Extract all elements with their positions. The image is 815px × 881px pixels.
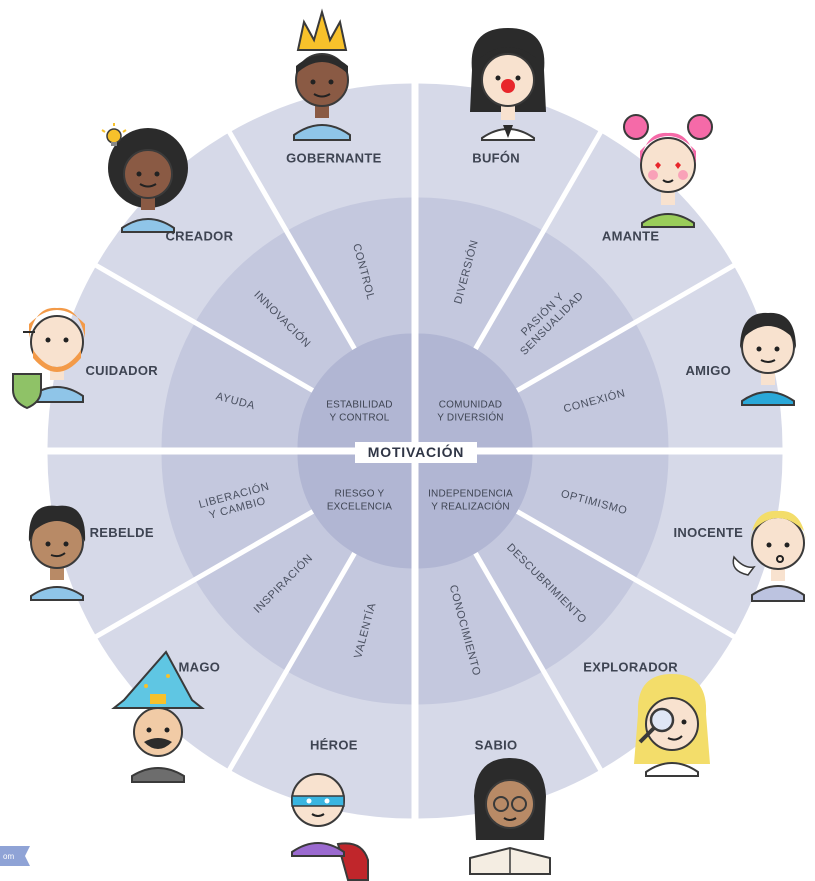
spoke-separator	[226, 551, 357, 773]
spoke-separator	[473, 551, 604, 773]
ruler-avatar	[293, 8, 351, 141]
spoke-separator	[93, 509, 315, 640]
archetype-label: GOBERNANTE	[286, 151, 381, 166]
archetype-label: AMANTE	[602, 228, 659, 243]
archetype-label: EXPLORADOR	[583, 660, 678, 675]
spoke-separator	[473, 129, 604, 351]
watermark-tag: om	[0, 846, 30, 866]
magician-avatar	[111, 650, 205, 783]
quadrant-3-inner-ring	[418, 454, 533, 569]
spoke-separator	[515, 509, 737, 640]
center-title: MOTIVACIÓN	[368, 443, 464, 460]
spoke-separator	[93, 262, 315, 393]
archetype-label: SABIO	[475, 737, 518, 752]
spoke-separator	[226, 129, 357, 351]
archetype-label: AMIGO	[685, 363, 731, 378]
quadrant-1-inner-ring	[297, 333, 412, 448]
watermark-text: om	[3, 852, 14, 861]
quadrant-2	[418, 83, 783, 448]
innocent-avatar	[732, 510, 806, 602]
archetype-label: CUIDADOR	[85, 363, 158, 378]
watermark-ribbon	[0, 846, 30, 866]
shield-icon	[12, 373, 42, 410]
rebel-avatar	[28, 505, 86, 601]
caregiver-avatar	[12, 307, 85, 410]
explorer-avatar	[634, 674, 710, 777]
quadrant-4-inner-ring	[297, 454, 412, 569]
quadrant-1	[47, 83, 412, 448]
wheel-rings	[47, 83, 783, 819]
center-title-group: MOTIVACIÓN	[355, 442, 477, 463]
hero-avatar	[291, 773, 369, 881]
archetype-label: CREADOR	[165, 228, 233, 243]
archetype-label: HÉROE	[310, 737, 358, 752]
jester-avatar	[470, 28, 546, 141]
quadrant-3	[418, 454, 783, 819]
spoke-separator	[515, 262, 737, 393]
lover-avatar	[623, 114, 713, 228]
center-title-box	[355, 442, 477, 463]
quadrant-4	[47, 454, 412, 819]
archetype-label: BUFÓN	[472, 151, 520, 166]
quadrant-2-inner-ring	[418, 333, 533, 448]
archetype-label: INOCENTE	[673, 525, 743, 540]
sage-avatar	[469, 758, 551, 875]
lightbulb-icon	[101, 123, 127, 146]
magnifier-icon	[638, 707, 675, 744]
archetype-label: MAGO	[179, 660, 221, 675]
friend-avatar	[740, 312, 796, 406]
archetype-label: REBELDE	[90, 525, 154, 540]
creator-avatar	[101, 123, 188, 233]
